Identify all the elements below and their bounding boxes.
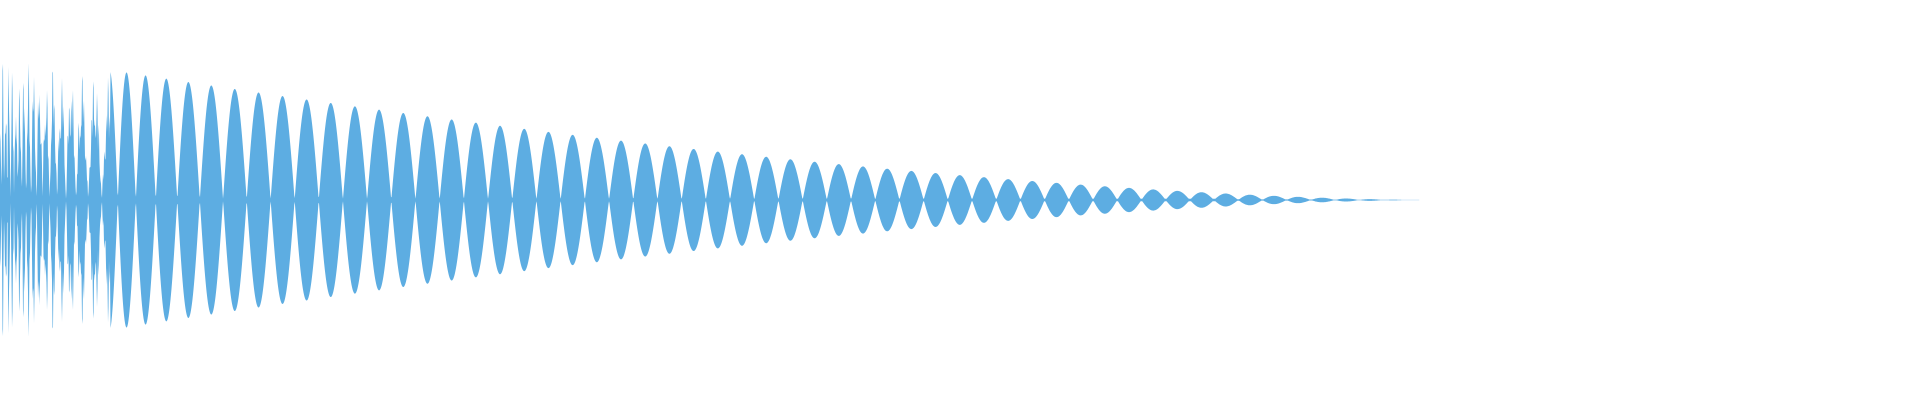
waveform-path	[0, 63, 1436, 337]
